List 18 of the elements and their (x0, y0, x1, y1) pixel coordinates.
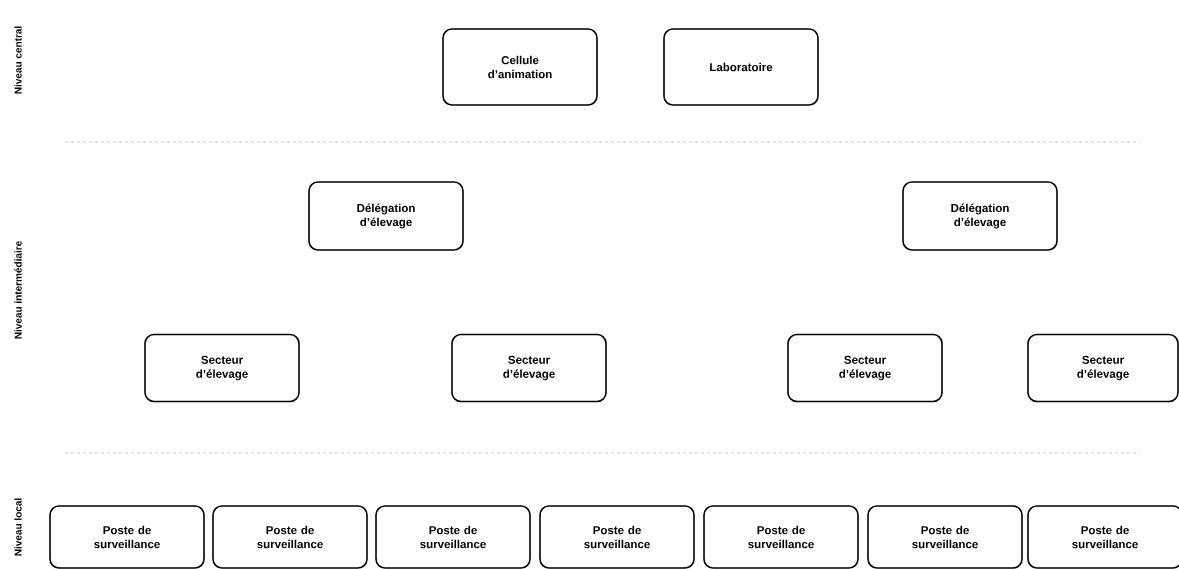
level-label: Niveau central (14, 26, 22, 94)
org-box: Secteur d’élevage (451, 333, 607, 403)
org-box: Délégation d’élevage (308, 181, 464, 251)
org-box: Secteur d’élevage (787, 333, 943, 403)
org-box: Poste de surveillance (867, 505, 1023, 569)
org-box: Poste de surveillance (703, 505, 859, 569)
org-box: Poste de surveillance (49, 505, 205, 569)
org-box: Poste de surveillance (1027, 505, 1179, 569)
org-box: Délégation d’élevage (902, 181, 1058, 251)
org-box: Cellule d’animation (442, 28, 598, 106)
org-box: Secteur d’élevage (144, 333, 300, 403)
org-box: Poste de surveillance (539, 505, 695, 569)
level-label: Niveau intermédiaire (14, 241, 22, 339)
org-box: Poste de surveillance (375, 505, 531, 569)
org-box: Poste de surveillance (212, 505, 368, 569)
org-box: Laboratoire (663, 28, 819, 106)
level-label: Niveau local (14, 498, 22, 556)
org-box: Secteur d’élevage (1027, 333, 1179, 403)
